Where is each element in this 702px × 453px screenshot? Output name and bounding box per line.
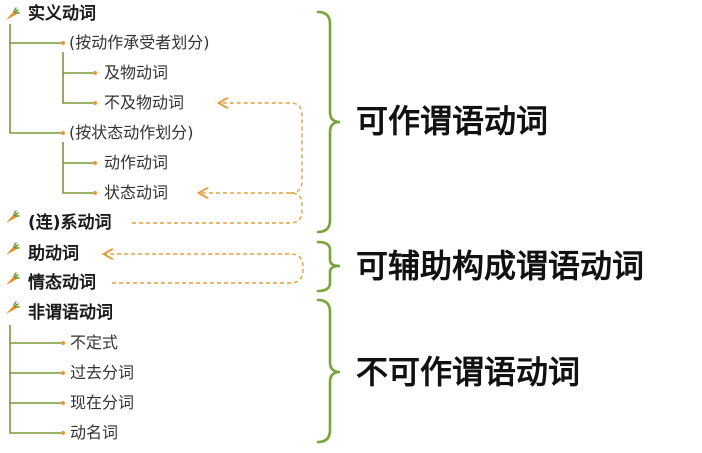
brace-auxiliary (316, 240, 341, 293)
carrot-icon (5, 301, 20, 315)
bullet-dot (93, 191, 97, 195)
carrot-icon (5, 242, 20, 256)
modal-to-auxiliary-arrow (105, 254, 304, 284)
item-transitive: 及物动词 (104, 63, 169, 82)
summary-non-predicate: 不可作谓语动词 (356, 353, 581, 391)
item-present-participle: 现在分词 (70, 393, 135, 412)
carrot-icon (5, 210, 20, 224)
item-state-verb: 状态动词 (104, 183, 169, 202)
tree-lines-predicate (9, 24, 95, 194)
bullet-dot (61, 341, 65, 345)
branch-by-object: (按动作承受者划分) (69, 33, 210, 52)
bullet-dot (93, 101, 97, 105)
summary-predicate: 可作谓语动词 (356, 102, 549, 140)
bullet-dot (93, 71, 97, 75)
bullet-dot (61, 431, 65, 435)
bullet-dot (93, 161, 97, 165)
item-intransitive: 不及物动词 (104, 93, 185, 112)
item-infinitive: 不定式 (70, 333, 119, 352)
item-past-participle: 过去分词 (70, 363, 135, 382)
brace-predicate (316, 10, 341, 234)
root-modal-verb: 情态动词 (28, 273, 96, 293)
carrot-icon (5, 7, 20, 21)
linking-to-intransitive-arrow (220, 103, 303, 194)
root-linking-verb: (连)系动词 (28, 213, 112, 233)
root-auxiliary-verb: 助动词 (28, 244, 79, 264)
linking-to-state-arrow (132, 193, 303, 224)
tree-lines-non-predicate (9, 325, 63, 434)
root-notional-verb: 实义动词 (28, 4, 96, 24)
item-gerund: 动名词 (70, 423, 119, 442)
root-non-predicate: 非谓语动词 (28, 303, 113, 323)
bullet-dot (61, 401, 65, 405)
dashed-arrows (105, 103, 304, 284)
bullet-dot (61, 41, 65, 45)
carrot-icon (5, 272, 20, 286)
bullet-dot (61, 131, 65, 135)
branch-by-state-action: (按状态动作划分) (69, 123, 194, 142)
brace-non-predicate (316, 298, 341, 444)
braces (316, 10, 341, 444)
bullet-dot (61, 371, 65, 375)
item-action-verb: 动作动词 (104, 153, 169, 172)
summary-auxiliary: 可辅助构成谓语动词 (356, 247, 645, 285)
